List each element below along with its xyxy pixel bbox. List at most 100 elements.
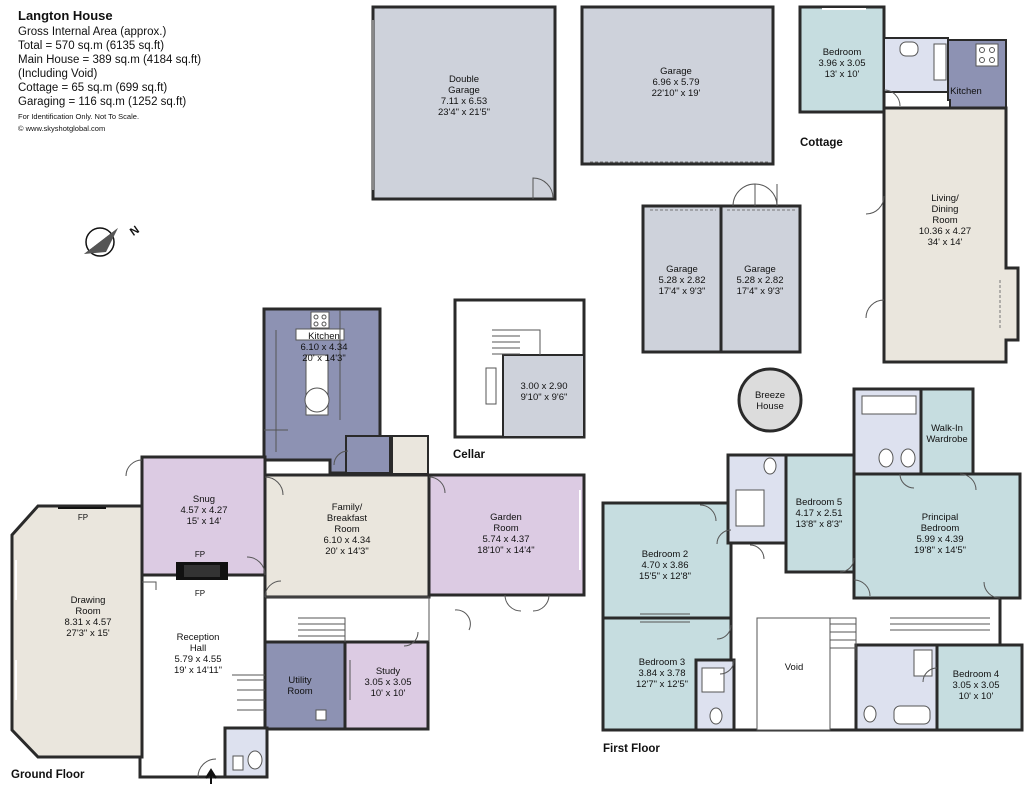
room-label-line: 15'5" x 12'8" [639, 571, 691, 582]
room-label-line: Kitchen [950, 86, 982, 97]
room-label-line: Wardrobe [926, 434, 967, 445]
room-label-line: Reception [177, 632, 220, 643]
room-label-line: 13' x 10' [825, 69, 860, 80]
room-label-line: 34' x 14' [928, 237, 963, 248]
room-label-line: 15' x 14' [187, 516, 222, 527]
room-label-line: 3.84 x 3.78 [638, 668, 685, 679]
room-label-line: Bedroom 3 [639, 657, 685, 668]
small-garages [641, 183, 802, 354]
area-line: Total = 570 sq.m (6135 sq.ft) [18, 40, 165, 52]
room-label-line: Family/ [332, 502, 363, 513]
room-label-line: 4.70 x 3.86 [641, 560, 688, 571]
room-label-line: 3.00 x 2.90 [520, 381, 567, 392]
room-label-line: 5.74 x 4.37 [482, 534, 529, 545]
room-label-line: Room [932, 215, 957, 226]
room-label-line: Dining [932, 204, 959, 215]
room-label-line: Bedroom [921, 523, 960, 534]
room-label-line: 6.10 x 4.34 [300, 342, 347, 353]
room-label-line: 3.05 x 3.05 [364, 677, 411, 688]
first-floor-label: First Floor [603, 743, 660, 755]
room-label-line: Bedroom [823, 47, 862, 58]
room-label-line: Utility [288, 675, 311, 686]
room-label-line: 18'10" x 14'4" [477, 545, 534, 556]
room-label-line: 5.79 x 4.55 [174, 654, 221, 665]
cottage-label: Cottage [800, 137, 843, 149]
room-label-line: 4.57 x 4.27 [180, 505, 227, 516]
room-label-line: Room [493, 523, 518, 534]
room-label-line: Void [785, 662, 804, 673]
room-label-line: 10' x 10' [371, 688, 406, 699]
room-label-line: 8.31 x 4.57 [64, 617, 111, 628]
room-label-line: 7.11 x 6.53 [441, 96, 487, 107]
breeze-house [737, 367, 803, 433]
room-label-line: Breeze [755, 390, 785, 401]
room-label-line: Kitchen [308, 331, 340, 342]
cellar-label: Cellar [453, 449, 485, 461]
area-line: Main House = 389 sq.m (4184 sq.ft) [18, 54, 202, 66]
area-line: Gross Internal Area (approx.) [18, 26, 167, 38]
room-label-line: 3.96 x 3.05 [818, 58, 865, 69]
room-label-line: Bedroom 2 [642, 549, 688, 560]
room-label-line: 20' x 14'3" [325, 546, 368, 557]
room-label-line: 17'4" x 9'3" [737, 286, 784, 297]
cellar [453, 298, 586, 439]
disclaimer-note: For Identification Only. Not To Scale. [18, 112, 140, 121]
room-label-line: 9'10" x 9'6" [521, 392, 568, 403]
room-label-line: 4.17 x 2.51 [795, 508, 842, 519]
area-summary: Langton House Gross Internal Area (appro… [18, 8, 202, 134]
room-label-line: 3.05 x 3.05 [952, 680, 999, 691]
property-title: Langton House [18, 8, 113, 23]
room-label-line: 27'3" x 15' [66, 628, 110, 639]
room-label-cottage-kitchen: Kitchen [950, 86, 982, 97]
room-label-line: Garage [744, 264, 776, 275]
copyright-note: © www.skyshotglobal.com [18, 124, 106, 133]
room-label-line: 22'10" x 19' [652, 88, 701, 99]
room-label-line: 23'4" x 21'5" [438, 107, 490, 118]
room-label-line: Garage [666, 264, 698, 275]
room-label-line: 20' x 14'3" [302, 353, 345, 364]
first-floor [601, 387, 1024, 732]
room-label-line: Room [75, 606, 100, 617]
room-label-line: Drawing [71, 595, 106, 606]
fireplace-label: FP [78, 513, 88, 522]
room-label-line: Double [449, 74, 479, 85]
room-label-line: 12'7" x 12'5" [636, 679, 688, 690]
room-label-line: 5.28 x 2.82 [658, 275, 705, 286]
area-line: Garaging = 116 sq.m (1252 sq.ft) [18, 96, 187, 108]
room-label-line: 10.36 x 4.27 [919, 226, 971, 237]
ground-floor [10, 307, 586, 784]
compass-icon: N [84, 224, 142, 257]
room-label-void: Void [785, 662, 804, 673]
room-label-line: 13'8" x 8'3" [796, 519, 843, 530]
room-label-line: Study [376, 666, 401, 677]
room-label-line: 17'4" x 9'3" [659, 286, 706, 297]
fireplace-label: FP [195, 589, 205, 598]
compass-label: N [128, 224, 142, 239]
room-label-line: Principal [922, 512, 958, 523]
cottage [798, 5, 1020, 364]
ground-floor-label: Ground Floor [11, 769, 85, 781]
room-label-line: Room [287, 686, 312, 697]
area-line: (Including Void) [18, 68, 98, 80]
